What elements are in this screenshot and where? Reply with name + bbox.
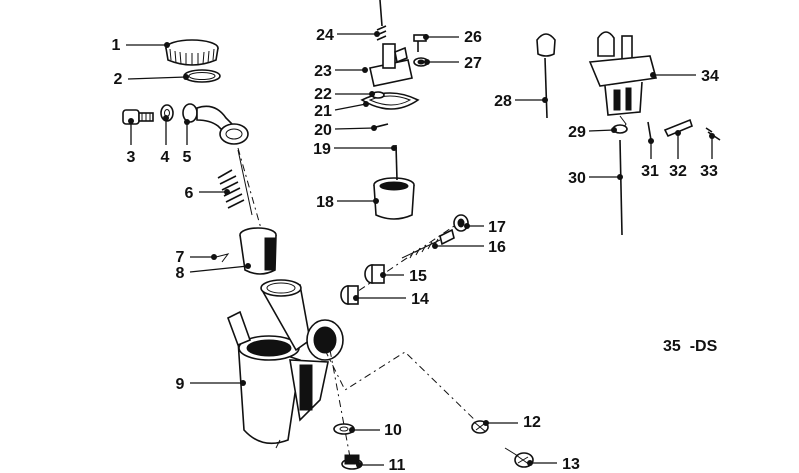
callout-1: 1	[112, 37, 121, 54]
callout-24: 24	[316, 27, 334, 44]
part-illustrations	[122, 0, 721, 470]
float-bracket-drawing	[663, 118, 693, 138]
callout-28: 28	[494, 93, 512, 110]
tickler-rod-drawing	[536, 33, 556, 119]
callout-23: 23	[314, 63, 332, 80]
callout-16: 16	[488, 239, 506, 256]
callout-11: 11	[389, 457, 406, 473]
callout-3: 3	[127, 149, 136, 166]
banjo-elbow-drawing	[182, 103, 249, 145]
spring-drawing	[217, 169, 245, 209]
callout-31: 31	[641, 163, 659, 180]
callout-12: 12	[523, 414, 541, 431]
float-rod-drawing	[619, 139, 623, 236]
float-pin-drawing	[647, 121, 652, 141]
callout-8: 8	[176, 265, 185, 282]
air-screw-drawing	[401, 228, 455, 259]
callout-2: 2	[114, 71, 123, 88]
callout-20: 20	[314, 122, 332, 139]
float-needle-drawing	[395, 144, 398, 181]
callout-19: 19	[313, 141, 331, 158]
callout-26: 26	[464, 29, 482, 46]
callout-13: 13	[562, 456, 580, 473]
float-bowl-drawing	[373, 177, 415, 220]
callout-34: 34	[701, 68, 719, 85]
float-cover-drawing	[369, 43, 413, 87]
clip-drawing	[211, 253, 230, 263]
callout-9: 9	[176, 376, 185, 393]
knurled-cap-drawing	[165, 39, 219, 66]
callout-33: 33	[700, 163, 718, 180]
float-cover-assembly-drawing	[588, 31, 658, 131]
carburetor-body-drawing	[227, 279, 344, 449]
callout-30: 30	[568, 170, 586, 187]
callout-27: 27	[464, 55, 482, 72]
callout-29: 29	[568, 124, 586, 141]
callout-17: 17	[488, 219, 506, 236]
bushing-drawing	[340, 285, 359, 305]
callout-7: 7	[176, 249, 185, 266]
callout-18: 18	[316, 194, 334, 211]
callout-32: 32	[669, 163, 687, 180]
callout-5: 5	[183, 149, 192, 166]
sleeve-drawing	[364, 264, 385, 284]
diagram-code-label: 35 -DS	[663, 338, 718, 355]
callout-4: 4	[161, 149, 170, 166]
callout-21: 21	[314, 103, 332, 120]
banjo-bolt-drawing	[122, 109, 154, 125]
callout-14: 14	[411, 291, 429, 308]
callout-6: 6	[185, 185, 194, 202]
callout-15: 15	[409, 268, 427, 285]
callout-10: 10	[384, 422, 402, 439]
callouts: 1 2 3 4 5 6 7 8 9 10 11 12 13	[112, 27, 719, 473]
callout-22: 22	[314, 86, 332, 103]
